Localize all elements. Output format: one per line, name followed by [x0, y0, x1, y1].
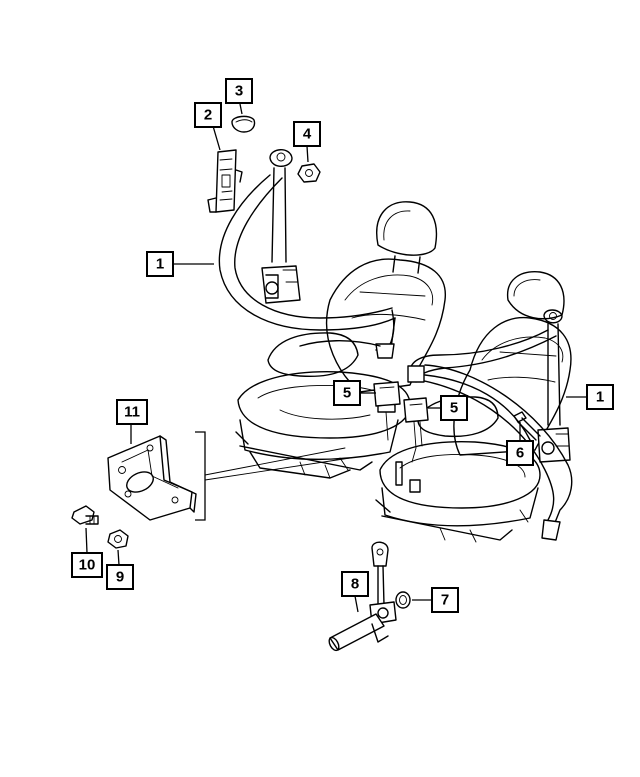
flange-bolt-part [71, 505, 99, 525]
callout-label: 6 [516, 445, 524, 462]
buckle-parts [373, 381, 429, 463]
seat-belt-assembly-left [218, 149, 396, 359]
bracket-part [107, 435, 197, 521]
height-adjuster-part [207, 149, 243, 213]
callout-6: 6 [506, 440, 534, 466]
bracket-reference-line [204, 447, 351, 481]
callout-label: 8 [351, 576, 359, 593]
callout-label: 1 [156, 256, 164, 273]
callout-7: 7 [431, 587, 459, 613]
callout-label: 2 [204, 107, 212, 124]
callout-label: 11 [124, 404, 140, 421]
bracket-reference-bracket [195, 431, 206, 521]
callout-label: 5 [450, 400, 458, 417]
callout-label: 1 [596, 389, 604, 406]
callout-3: 3 [225, 78, 253, 104]
callout-2: 2 [194, 102, 222, 128]
callout-label: 3 [235, 83, 243, 100]
seat-belt-assembly-right [407, 309, 573, 541]
callout-4: 4 [293, 121, 321, 147]
callout-1-right: 1 [586, 384, 614, 410]
callout-label: 7 [441, 592, 449, 609]
callout-label: 10 [79, 557, 96, 574]
callout-8: 8 [341, 571, 369, 597]
callout-11: 11 [116, 399, 148, 425]
leader-lines [85, 103, 586, 613]
callout-5-right: 5 [440, 395, 468, 421]
callout-label: 5 [343, 385, 351, 402]
callout-9: 9 [106, 564, 134, 590]
cover-part [231, 115, 256, 133]
callout-label: 4 [303, 126, 312, 143]
buckle-stalk-part [328, 541, 397, 652]
flange-nut-part [107, 529, 129, 549]
callout-5-left: 5 [333, 380, 361, 406]
bolt-part [513, 411, 541, 441]
right-seat [375, 271, 572, 543]
ring-washer-part [395, 591, 411, 609]
callout-1-left: 1 [146, 251, 174, 277]
callout-10: 10 [71, 552, 103, 578]
callout-label: 9 [116, 569, 124, 586]
nut-part [297, 163, 321, 183]
left-seat [235, 201, 446, 479]
